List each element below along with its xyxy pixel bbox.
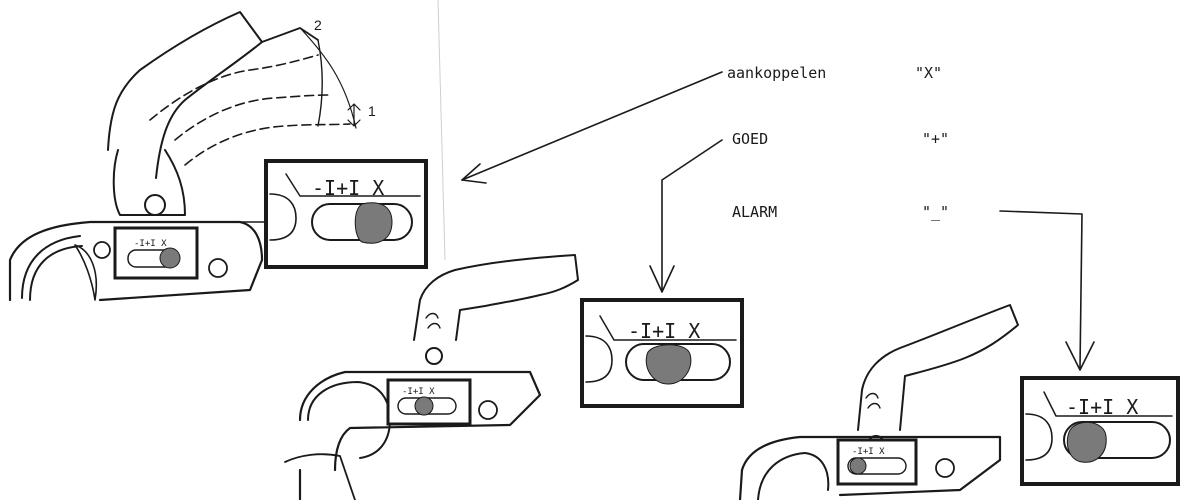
housing-shell (8, 220, 264, 302)
mini-indicator-glyphs-3: -I+I X (852, 447, 885, 457)
indicator-couple-hole (269, 193, 297, 241)
mini-indicator-marker-3 (849, 457, 867, 475)
indicator-couple-frame (264, 159, 428, 269)
handle-3 (857, 304, 1019, 431)
indicator-good-glyphs: -I+I X (628, 319, 700, 343)
arrow-couple (461, 71, 723, 181)
legend-alarm-symbol: "_" (922, 203, 949, 221)
pivot-ring (144, 194, 166, 216)
indicator-good-rule (599, 315, 737, 341)
indicator-good: -I+I X (580, 298, 744, 408)
ball-2 (307, 381, 391, 459)
legend-couple-label: aankoppelen (727, 64, 826, 82)
handle-tip (317, 39, 323, 127)
towbar-2 (284, 453, 356, 500)
legend-couple-symbol: "X" (915, 64, 942, 82)
coupling-figure-3: -I+I X (738, 304, 1019, 500)
indicator-couple-marker (354, 202, 393, 244)
housing-2 (298, 370, 542, 500)
mini-indicator-glyphs: -I+I X (134, 239, 167, 249)
pivot-body (112, 149, 186, 216)
handle-3-grip (865, 392, 881, 409)
indicator-alarm-glyphs: -I+I X (1066, 395, 1138, 419)
housing-3 (738, 435, 1002, 500)
latch (74, 244, 98, 301)
indicator-couple: -I+I X (264, 159, 428, 269)
mini-indicator-window (113, 226, 199, 280)
coupling-figure-1: 2 1 -I+I X (8, 11, 376, 302)
arrow-good (661, 139, 723, 291)
callout-1-marker (347, 103, 361, 127)
bolt-hole-2 (93, 241, 111, 259)
legend-good-label: GOED (732, 130, 768, 148)
pivot-ring-2 (425, 347, 443, 365)
arrows (461, 71, 1095, 371)
handle-solid (107, 11, 263, 179)
indicator-alarm-slot (1063, 421, 1171, 459)
indicator-alarm-marker (1066, 421, 1107, 463)
legend-alarm-label: ALARM (732, 203, 777, 221)
legend-good-symbol: "+" (922, 130, 949, 148)
bolt-hole-4 (935, 458, 955, 478)
callout-2: 2 (314, 17, 322, 33)
arrow-alarm (999, 210, 1083, 369)
housing-inner (21, 235, 83, 301)
callout-2-arc (301, 29, 357, 129)
handle-2-grip (425, 312, 441, 329)
indicator-good-marker (645, 344, 692, 385)
indicator-alarm-rule (1043, 391, 1173, 417)
coupling-figure-2: -I+I X (284, 254, 579, 500)
mini-indicator-window-2 (386, 378, 472, 426)
indicator-couple-glyphs: -I+I X (312, 176, 384, 200)
handle-top (261, 27, 319, 43)
handle-2 (413, 254, 579, 341)
bolt-hole (208, 258, 228, 278)
arrow-couple-head (461, 163, 487, 184)
mini-indicator-marker-2 (414, 396, 434, 416)
indicator-alarm-hole (1025, 413, 1053, 461)
indicator-couple-rule (285, 173, 421, 197)
bolt-hole-3 (478, 400, 498, 420)
ball-3 (757, 452, 830, 500)
arrow-good-head (649, 265, 675, 293)
callout-1: 1 (368, 103, 376, 119)
arrow-alarm-head (1065, 341, 1095, 371)
legend: aankoppelen "X" GOED "+" ALARM "_" (727, 64, 949, 221)
mini-indicator-glyphs-2: -I+I X (402, 387, 435, 397)
mini-indicator-slot-3 (847, 457, 907, 475)
divider-line (437, 0, 446, 261)
mini-indicator-marker (159, 247, 181, 269)
indicator-good-hole (585, 335, 613, 383)
indicator-alarm: -I+I X (1020, 376, 1180, 486)
handle-dashed-positions (149, 54, 351, 166)
